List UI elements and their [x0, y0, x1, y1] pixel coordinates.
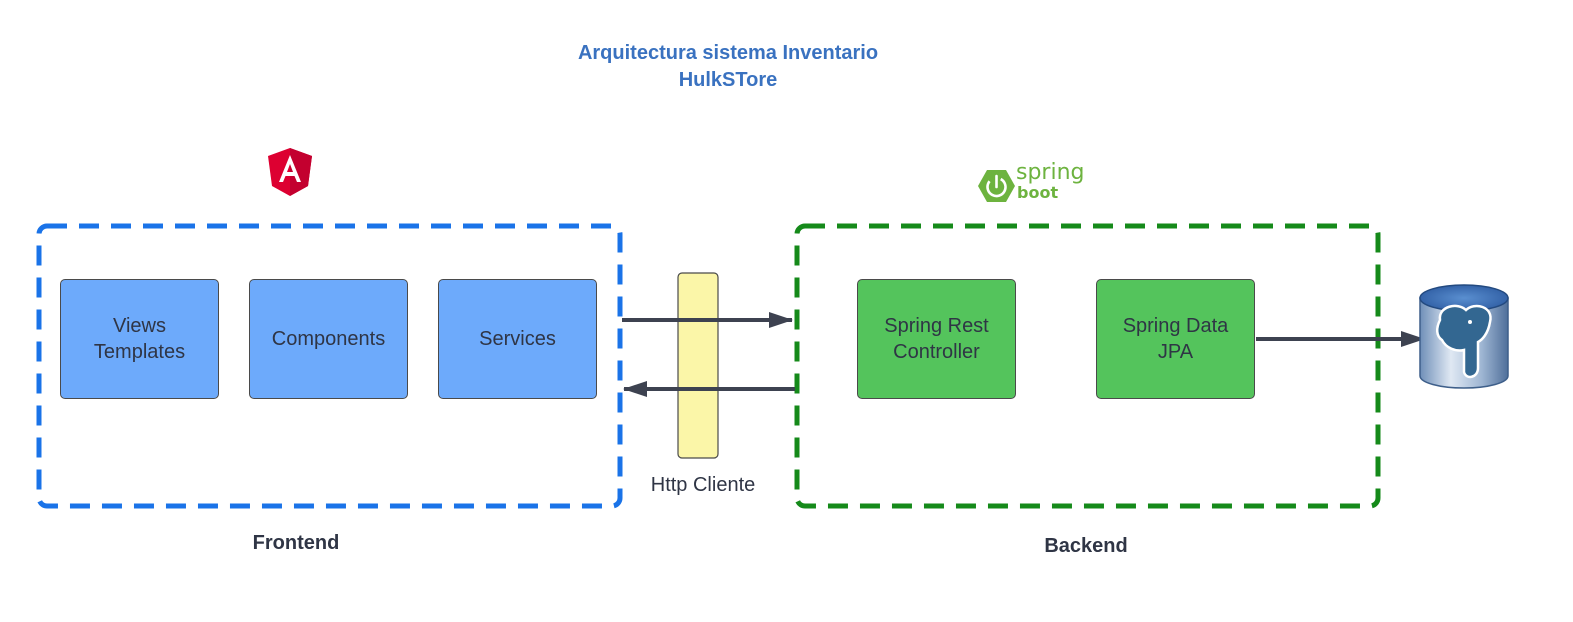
backend-group	[794, 223, 1381, 509]
title-line-2: HulkSTore	[678, 69, 778, 91]
spring-boot-logo-icon	[978, 170, 1015, 202]
node-label-line1: Views	[113, 315, 166, 337]
title-line-1: Arquitectura sistema Inventario	[577, 42, 879, 64]
node-label-line1: Spring Data	[1122, 315, 1229, 337]
node-label-line2: Controller	[893, 341, 980, 363]
postgresql-database-icon	[1419, 284, 1509, 389]
http-client-bar	[677, 272, 719, 459]
diagram-title: Arquitectura sistema Inventario HulkSTor…	[428, 40, 1028, 94]
node-label-line1: Services	[479, 328, 556, 350]
spring-rest-controller-node: Spring Rest Controller	[857, 279, 1016, 399]
backend-label: Backend	[1044, 535, 1128, 557]
frontend-label: Frontend	[252, 532, 340, 554]
node-label-line2: JPA	[1157, 341, 1194, 363]
boot-logo-word: boot	[1017, 183, 1059, 202]
frontend-group	[36, 223, 623, 509]
spring-boot-logo-text: spring boot	[1016, 160, 1085, 203]
node-label-line2: Templates	[93, 341, 186, 363]
spring-logo-word: spring	[1016, 160, 1085, 185]
services-node: Services	[438, 279, 597, 399]
http-client-label: Http Cliente	[650, 474, 756, 496]
node-label-line1: Spring Rest	[884, 315, 989, 337]
components-node: Components	[249, 279, 408, 399]
views-templates-node: Views Templates	[60, 279, 219, 399]
angular-logo-icon	[268, 148, 312, 196]
node-label-line1: Components	[271, 328, 386, 350]
spring-data-jpa-node: Spring Data JPA	[1096, 279, 1255, 399]
